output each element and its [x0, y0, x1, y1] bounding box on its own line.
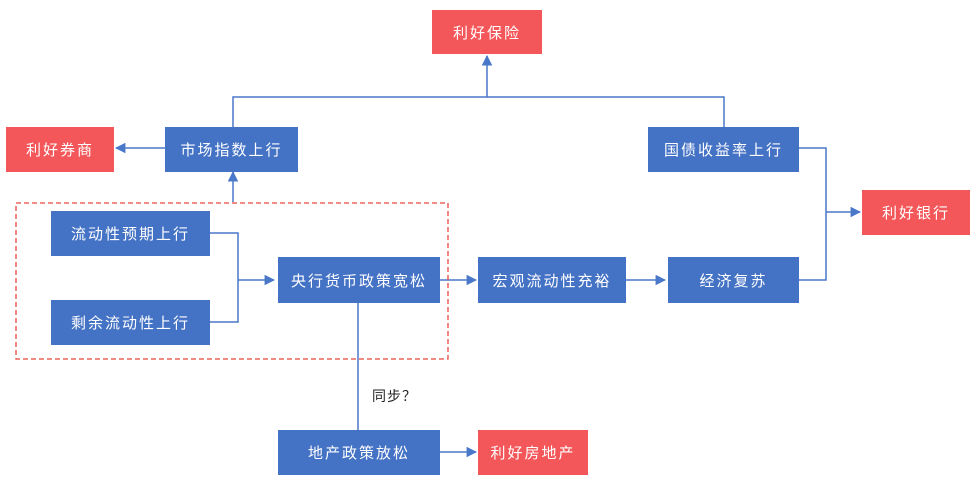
liquidity-group-border: [15, 202, 449, 360]
node-benefit-real-estate: 利好房地产: [478, 430, 588, 475]
node-excess-liquidity-up: 剩余流动性上行: [51, 300, 210, 345]
edge-bond-yield-to-insurance: [487, 96, 725, 127]
edge-recovery-to-bank: [799, 212, 827, 281]
node-bond-yield-up: 国债收益率上行: [648, 127, 799, 172]
node-benefit-bank: 利好银行: [862, 190, 970, 235]
node-market-index-up: 市场指数上行: [165, 127, 298, 172]
node-macro-liquidity: 宏观流动性充裕: [478, 257, 626, 303]
node-monetary-easing: 央行货币政策宽松: [278, 257, 440, 303]
node-benefit-brokerage: 利好券商: [6, 127, 114, 172]
node-property-easing: 地产政策放松: [278, 430, 440, 475]
edge-liquidity-expect-merge: [210, 232, 239, 323]
node-benefit-insurance: 利好保险: [432, 10, 542, 54]
edge-market-to-insurance: [232, 54, 493, 127]
edge-label-sync-question: 同步？: [372, 389, 417, 405]
node-liquidity-expect-up: 流动性预期上行: [51, 211, 210, 256]
node-economic-recovery: 经济复苏: [668, 257, 799, 303]
edge-bond-yield-to-bank: [799, 147, 827, 212]
